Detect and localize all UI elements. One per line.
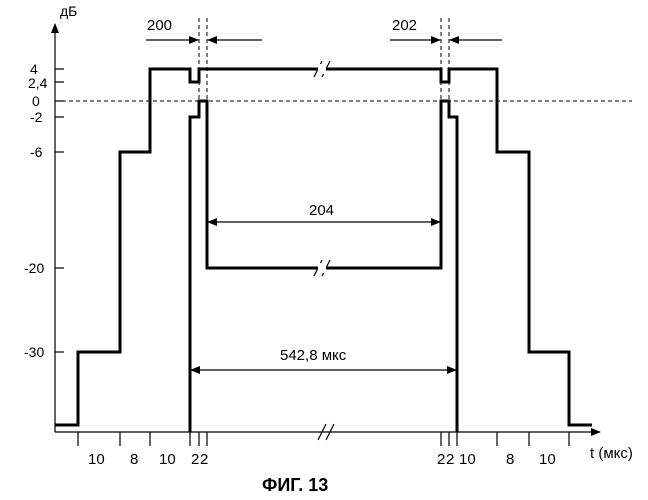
x-tick-label: 2 — [446, 451, 454, 468]
y-tick-label: 2,4 — [28, 75, 48, 91]
x-tick-label: 10 — [539, 451, 556, 468]
y-tick-label: -20 — [24, 260, 44, 276]
ref-200-label: 200 — [147, 17, 172, 34]
left-ramp-trace — [55, 69, 592, 425]
y-tick-label: -30 — [24, 344, 44, 360]
x-unit-label: t (мкс) — [590, 445, 633, 462]
x-tick-label: 2 — [437, 451, 445, 468]
x-tick-label: 10 — [459, 451, 476, 468]
y-unit-label: дБ — [60, 3, 77, 19]
x-tick-label: 8 — [130, 451, 138, 468]
ref-202-label: 202 — [392, 17, 417, 34]
ref-204-label: 204 — [309, 202, 334, 219]
y-tick-label: 0 — [32, 93, 40, 109]
x-tick-label: 10 — [88, 451, 105, 468]
x-tick-marks — [78, 432, 569, 446]
y-tick-label: -2 — [30, 109, 43, 125]
top-break — [314, 61, 330, 276]
x-tick-label: 2 — [191, 451, 199, 468]
x-tick-label: 2 — [200, 451, 208, 468]
x-tick-label: 8 — [506, 451, 514, 468]
figure-caption: ФИГ. 13 — [262, 475, 328, 495]
y-tick-label: -6 — [30, 144, 43, 160]
y-tick-marks — [55, 69, 64, 352]
duration-label: 542,8 мкс — [280, 347, 347, 364]
x-tick-label: 10 — [159, 451, 176, 468]
